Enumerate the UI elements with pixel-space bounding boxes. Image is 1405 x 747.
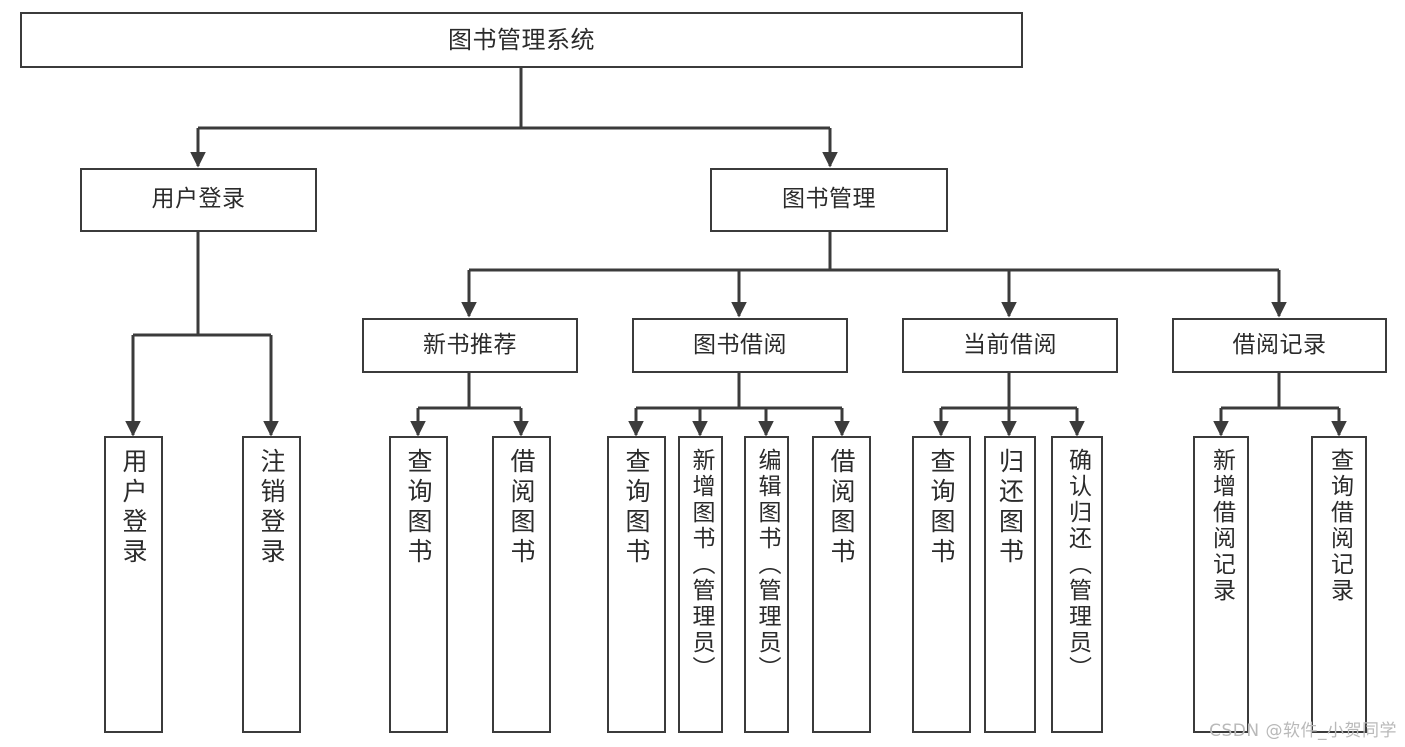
csdn-watermark: CSDN @软件_小贺同学 [1209,721,1397,741]
node-label: 查询图书 [622,448,651,568]
leaf-confirm-return-admin[interactable]: 确认归还（管理员） [1051,436,1103,733]
node-borrow-records[interactable]: 借阅记录 [1172,318,1387,373]
node-label: 新增借阅记录 [1208,448,1235,604]
node-current-borrow[interactable]: 当前借阅 [902,318,1118,373]
node-user-login[interactable]: 用户登录 [80,168,317,232]
node-label: 确认归还（管理员） [1064,448,1091,682]
node-label: 查询图书 [927,448,956,568]
node-label: 借阅图书 [827,448,856,568]
node-book-management[interactable]: 图书管理 [710,168,948,232]
leaf-borrow-book[interactable]: 借阅图书 [812,436,871,733]
node-label: 新增图书（管理员） [688,448,714,682]
leaf-query-borrow-record[interactable]: 查询借阅记录 [1311,436,1367,733]
node-label: 查询图书 [404,448,433,568]
leaf-query-book-current[interactable]: 查询图书 [912,436,971,733]
leaf-edit-book-admin[interactable]: 编辑图书（管理员） [744,436,789,733]
node-label: 归还图书 [995,448,1025,568]
node-label: 图书管理系统 [448,25,595,54]
leaf-add-book-admin[interactable]: 新增图书（管理员） [678,436,723,733]
leaf-borrow-book-recommend[interactable]: 借阅图书 [492,436,551,733]
node-root-system[interactable]: 图书管理系统 [20,12,1023,68]
node-label: 用户登录 [119,448,148,568]
node-label: 注销登录 [257,448,286,568]
node-label: 借阅记录 [1232,331,1327,358]
leaf-logout-login[interactable]: 注销登录 [242,436,301,733]
leaf-query-book-recommend[interactable]: 查询图书 [389,436,448,733]
node-new-book-recommend[interactable]: 新书推荐 [362,318,578,373]
node-label: 用户登录 [151,186,246,213]
node-label: 编辑图书（管理员） [754,448,780,682]
node-label: 查询借阅记录 [1326,448,1353,604]
node-label: 图书借阅 [693,331,787,358]
leaf-query-book-borrow[interactable]: 查询图书 [607,436,666,733]
leaf-user-login[interactable]: 用户登录 [104,436,163,733]
node-label: 当前借阅 [963,331,1057,358]
node-label: 图书管理 [782,186,876,213]
node-label: 借阅图书 [507,448,536,568]
node-book-borrow[interactable]: 图书借阅 [632,318,848,373]
leaf-add-borrow-record[interactable]: 新增借阅记录 [1193,436,1249,733]
leaf-return-book[interactable]: 归还图书 [984,436,1036,733]
node-label: 新书推荐 [423,331,517,358]
